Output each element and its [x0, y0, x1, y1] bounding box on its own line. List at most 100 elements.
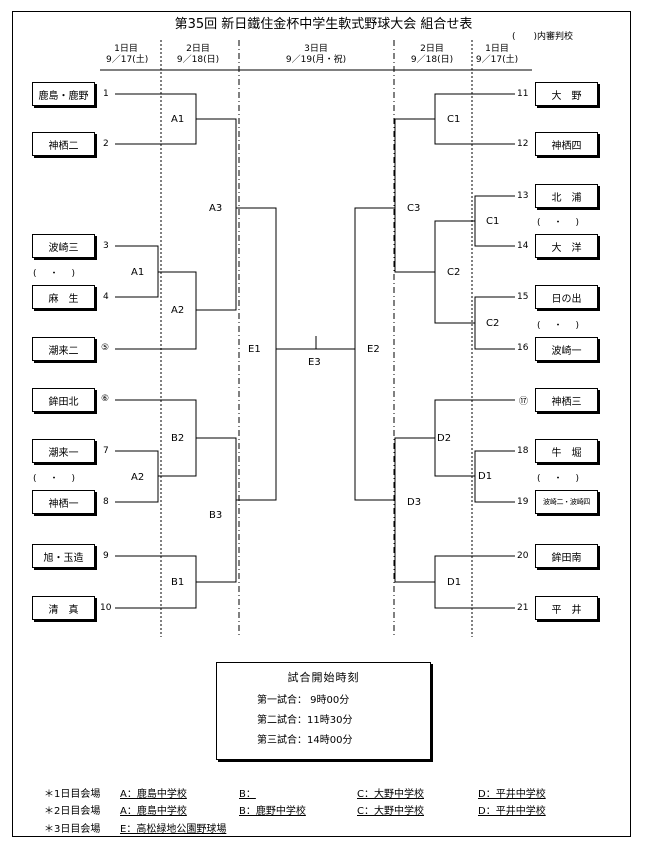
team-box: 神栖四 [535, 132, 598, 156]
team-number: 2 [103, 139, 109, 149]
venue-e: E：高松緑地公園野球場 [120, 824, 227, 835]
header-date: 9／17(土) [106, 55, 149, 65]
team-box: 鉾田北 [32, 388, 95, 412]
game-code-d1-day1: D1 [478, 471, 493, 482]
team-box: 神栖二 [32, 132, 95, 156]
bracket-b3 [196, 437, 237, 583]
header-day3: 3日目 9／19(月・祝) [276, 44, 356, 66]
game-code-d1: D1 [447, 577, 462, 588]
game-code-c3: C3 [407, 203, 421, 214]
header-date: 9／18(日) [176, 55, 220, 65]
team-box: 潮来一 [32, 439, 95, 463]
game-code-b3: B3 [209, 510, 223, 521]
game-code-a1: A1 [171, 114, 185, 125]
start-time-row: 第三試合：14時00分 [257, 735, 353, 746]
team-box: 大 洋 [535, 234, 598, 258]
header-right-day2: 2日目 9／18(日) [403, 44, 461, 66]
venue-c: C：大野中学校 [357, 806, 424, 817]
header-day: 1日目 [114, 44, 138, 54]
page-title: 第35回 新日鐵住金杯中学生軟式野球大会 組合せ表 [174, 17, 473, 32]
team-number: 14 [517, 241, 529, 251]
team-number: 20 [517, 551, 529, 561]
team-number: 21 [517, 603, 529, 613]
team-box: 麻 生 [32, 285, 95, 309]
game-code-b2: B2 [171, 433, 185, 444]
team-number: ⑰ [519, 397, 529, 407]
team-number: 10 [100, 603, 112, 613]
venue-label: ＊2日目会場 [44, 806, 101, 817]
team-number: 15 [517, 292, 529, 302]
game-code-d2: D2 [437, 433, 452, 444]
venue-d: D：平井中学校 [478, 806, 546, 817]
team-number: 12 [517, 139, 529, 149]
team-box: 牛 堀 [535, 439, 598, 463]
team-box: 神栖三 [535, 388, 598, 412]
team-number: 16 [517, 343, 529, 353]
team-number: 11 [517, 89, 529, 99]
header-day: 1日目 [485, 44, 509, 54]
team-number: 8 [103, 497, 109, 507]
team-box: 日の出 [535, 285, 598, 309]
game-code-e3: E3 [308, 357, 321, 368]
header-day: 2日目 [186, 44, 210, 54]
game-code-c1-day1: C1 [486, 216, 500, 227]
header-day: 3日目 [304, 44, 328, 54]
game-code-c2-day1: C2 [486, 318, 500, 329]
header-left-day1: 1日目 9／17(土) [106, 44, 149, 66]
team-box: 神栖一 [32, 490, 95, 514]
header-left-day2: 2日目 9／18(日) [169, 44, 227, 66]
venue-a: A：鹿島中学校 [120, 789, 187, 800]
referee-placeholder: ( ・ ) [537, 474, 582, 484]
referee-placeholder: ( ・ ) [33, 269, 78, 279]
team-number: ⑥ [101, 394, 110, 404]
bracket-a3 [196, 118, 237, 311]
game-code-a2-day1: A2 [131, 472, 145, 483]
header-day: 2日目 [420, 44, 444, 54]
bracket-e2 [354, 207, 395, 501]
referee-placeholder: ( ・ ) [537, 321, 582, 331]
game-code-b1: B1 [171, 577, 185, 588]
team-box: 波崎二・波崎四 [535, 490, 598, 514]
game-code-d3: D3 [407, 497, 422, 508]
team-box: 清 真 [32, 596, 95, 620]
game-code-e2: E2 [367, 344, 380, 355]
game-code-a3: A3 [209, 203, 223, 214]
team-number: 9 [103, 551, 109, 561]
team-box: 平 井 [535, 596, 598, 620]
team-number: 19 [517, 497, 529, 507]
team-number: 7 [103, 446, 109, 456]
header-right-day1: 1日目 9／17(土) [468, 44, 526, 66]
team-number: 3 [103, 241, 109, 251]
game-code-e1: E1 [248, 344, 261, 355]
header-date: 9／17(土) [475, 55, 519, 65]
venue-label: ＊1日目会場 [44, 789, 101, 800]
venue-b: B： [239, 789, 256, 800]
team-number: 1 [103, 89, 109, 99]
start-time-row: 第一試合： 9時00分 [257, 695, 350, 706]
team-box: 北 浦 [535, 184, 598, 208]
team-box: 波崎三 [32, 234, 95, 258]
header-date: 9／19(月・祝) [285, 55, 347, 65]
team-box: 鉾田南 [535, 544, 598, 568]
bracket-c3 [394, 118, 435, 273]
team-box: 潮来二 [32, 337, 95, 361]
bracket-d3 [394, 437, 435, 583]
header-date: 9／18(日) [410, 55, 454, 65]
start-times-box: 試合開始時刻 第一試合： 9時00分 第二試合：11時30分 第三試合：14時0… [216, 662, 431, 760]
page-frame [12, 11, 631, 837]
game-code-a1-day1: A1 [131, 267, 145, 278]
team-number: 18 [517, 446, 529, 456]
team-number: 4 [103, 292, 109, 302]
team-box: 波崎一 [535, 337, 598, 361]
team-box: 鹿島・鹿野 [32, 82, 95, 106]
venue-a: A：鹿島中学校 [120, 806, 187, 817]
bracket-e1 [236, 207, 277, 501]
venue-label: ＊3日目会場 [44, 824, 101, 835]
game-code-a2: A2 [171, 305, 185, 316]
team-number: ⑤ [101, 343, 110, 353]
start-times-title: 試合開始時刻 [287, 671, 360, 684]
team-box: 旭・玉造 [32, 544, 95, 568]
game-code-c1: C1 [447, 114, 461, 125]
team-box: 大 野 [535, 82, 598, 106]
